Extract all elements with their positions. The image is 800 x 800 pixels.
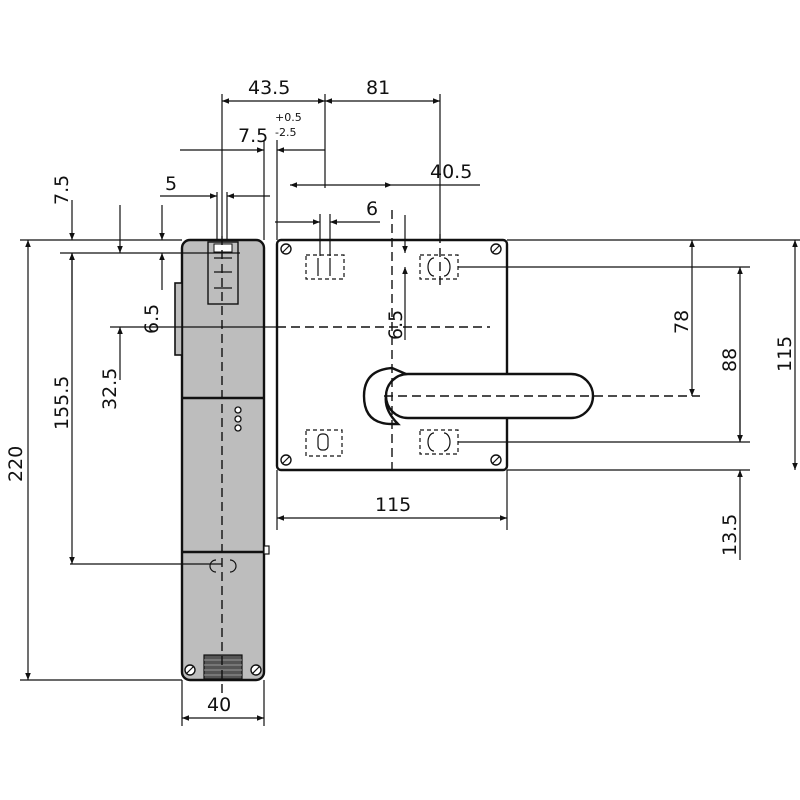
dim-43-5: 43.5 <box>248 77 290 99</box>
dim-7-5-left: 7.5 <box>51 175 73 205</box>
dim-tol-minus: -2.5 <box>275 126 296 139</box>
screw-icon <box>280 243 292 255</box>
screw-icon <box>490 454 502 466</box>
dim-7-5-tol: 7.5 <box>238 125 268 147</box>
dim-78: 78 <box>671 310 693 334</box>
dim-40: 40 <box>207 694 231 716</box>
dim-81: 81 <box>366 77 390 99</box>
led-dots-icon <box>234 406 242 432</box>
extension-lines <box>20 94 800 726</box>
screw-icon <box>250 664 262 676</box>
dim-115-bottom: 115 <box>375 494 411 516</box>
dim-32-5: 32.5 <box>99 368 121 410</box>
dim-40-5: 40.5 <box>430 161 472 183</box>
screw-icon <box>280 454 292 466</box>
dim-5: 5 <box>165 173 177 195</box>
dimension-lines <box>25 98 798 721</box>
dim-88: 88 <box>719 348 741 372</box>
dim-tol-plus: +0.5 <box>275 111 302 124</box>
dim-115-right: 115 <box>774 336 796 372</box>
dim-13-5: 13.5 <box>719 514 741 556</box>
dim-220: 220 <box>5 446 27 482</box>
dim-6-5-left: 6.5 <box>141 304 163 334</box>
actuator-plate <box>275 210 700 472</box>
screw-icon <box>184 664 196 676</box>
dimension-labels: 43.5 81 7.5 +0.5 -2.5 40.5 5 6 6.5 7.5 6… <box>5 77 796 716</box>
dim-6: 6 <box>366 198 378 220</box>
dim-155-5: 155.5 <box>51 376 73 430</box>
dim-6-5-mid: 6.5 <box>385 310 407 340</box>
switch-housing <box>174 236 270 694</box>
screw-icon <box>490 243 502 255</box>
